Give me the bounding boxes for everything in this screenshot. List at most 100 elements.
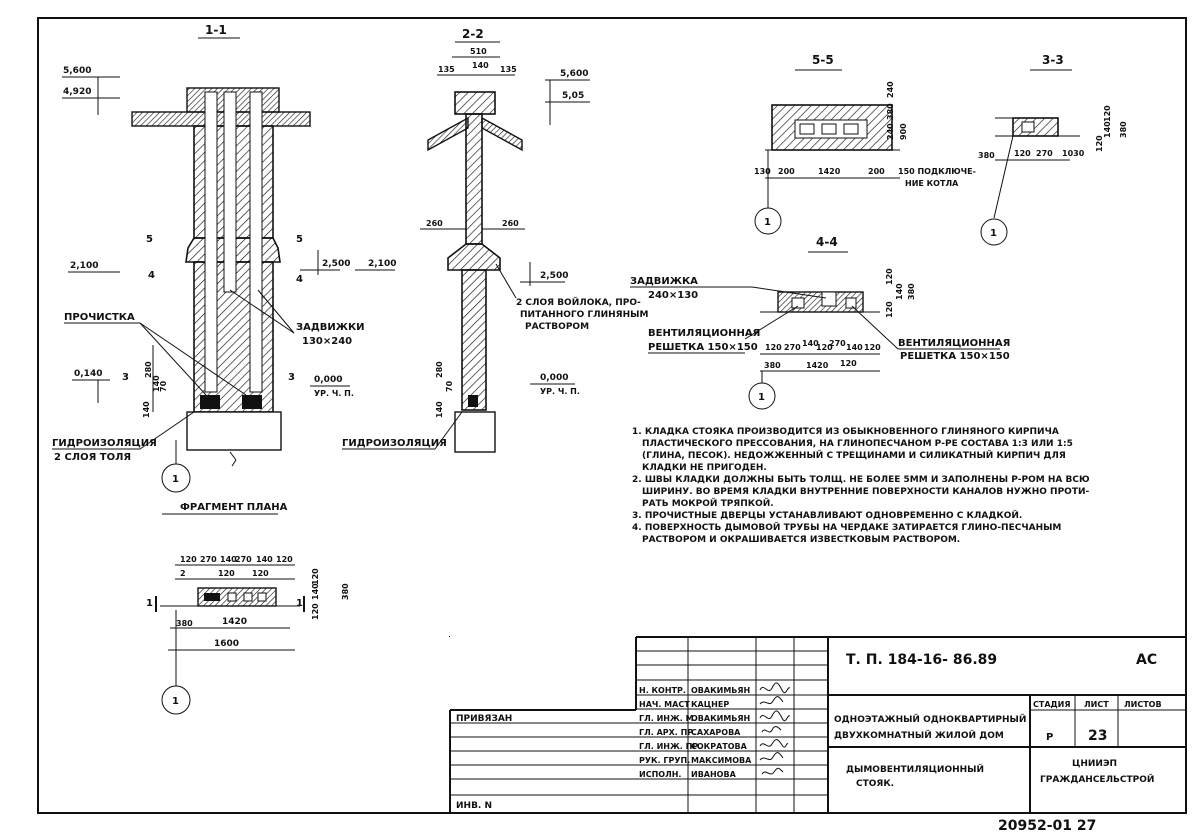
level-4920: 4,920 [63,87,91,97]
section-2-2: 2-2 510 135 140 135 5,600 5,05 260 260 2… [342,27,648,453]
svg-text:120: 120 [765,343,782,352]
svg-text:САХАРОВА: САХАРОВА [691,728,741,737]
dim-120-3-3: 120 [1014,149,1031,158]
cut-mark-3-left: 3 [122,372,129,383]
level-0140: 0,140 [74,369,102,379]
dim-1420-4-4: 1420 [806,361,829,370]
plan-fragment: ФРАГМЕНТ ПЛАНА 120 270 140 270 140 120 2… [146,502,350,715]
sheets-header: ЛИСТОВ [1124,700,1162,709]
svg-text:120: 120 [885,268,894,285]
dim-135-right: 135 [500,65,517,74]
label-hydro-layers: 2 СЛОЯ ТОЛЯ [54,452,131,463]
cut-mark-4-right: 4 [296,274,303,285]
section-title-3-3: 3-3 [1042,53,1064,67]
dim-280: 280 [144,361,153,378]
cut-mark-5-left: 5 [146,234,153,245]
level-0000: 0,000 [314,375,342,385]
axis-label-4-4: 1 [758,392,765,403]
dim-140: 140 [142,401,151,418]
project-code: Т. П. 184-16- 86.89 [846,652,997,668]
dim-150-connect: 150 ПОДКЛЮЧЕ- [898,167,976,176]
svg-text:270: 270 [235,555,252,564]
note-line: 2. ШВЫ КЛАДКИ ДОЛЖНЫ БЫТЬ ТОЛЩ. НЕ БОЛЕЕ… [632,475,1090,485]
section-3-3: 3-3 380 120 270 1030 120 140 120 380 1 [978,53,1128,246]
svg-text:120: 120 [885,301,894,318]
level-0000-b: 0,000 [540,373,568,383]
svg-text:140: 140 [846,343,863,352]
section-title-1-1: 1-1 [205,23,227,37]
plan-title: ФРАГМЕНТ ПЛАНА [180,502,288,513]
svg-text:120: 120 [252,569,269,578]
svg-text:ОВАКИМЬЯН: ОВАКИМЬЯН [691,714,750,723]
label-valve-size-4-4: 240×130 [648,290,698,301]
axis-bubble-5-5 [754,207,782,235]
svg-text:270: 270 [784,343,801,352]
svg-text:2: 2 [180,569,186,578]
svg-text:120: 120 [864,343,881,352]
axis-label-3-3: 1 [990,228,997,239]
binding-label: ПРИВЯЗАН [456,714,512,724]
signature-names: ОВАКИМЬЯН КАЦНЕР ОВАКИМЬЯН САХАРОВА СОКР… [691,686,752,779]
level-5600: 5,600 [63,66,91,76]
axis-bubble-4-4 [748,382,776,410]
svg-text:120: 120 [218,569,235,578]
label-vent-right: ВЕНТИЛЯЦИОННАЯ [898,338,1010,349]
dim-135-left: 135 [438,65,455,74]
sheet-header: ЛИСТ [1084,700,1109,709]
svg-text:120: 120 [311,568,320,585]
svg-text:МАКСИМОВА: МАКСИМОВА [691,756,752,765]
svg-text:270: 270 [200,555,217,564]
svg-text:ГЛ. АРХ. ПР.: ГЛ. АРХ. ПР. [639,728,696,737]
axis-label-plan: 1 [172,696,179,707]
dim-v-120-b: 120 [1095,135,1104,152]
sheet-title-1: ДЫМОВЕНТИЛЯЦИОННЫЙ [846,763,984,775]
svg-text:НАЧ. МАСТ: НАЧ. МАСТ [639,700,690,709]
title-block: Т. П. 184-16- 86.89 АС ПРИВЯЗАН ИНВ. N Н… [448,635,1187,814]
plan-dim-380: 380 [176,619,193,628]
svg-text:120: 120 [816,343,833,352]
dim-200-a: 200 [778,167,795,176]
level-5600-b: 5,600 [560,69,588,79]
project-name-2: ДВУХКОМНАТНЫЙ ЖИЛОЙ ДОМ [834,729,1004,741]
signature-roles: Н. КОНТР. НАЧ. МАСТ ГЛ. ИНЖ. М. ГЛ. АРХ.… [639,686,701,779]
dim-380: 380 [886,103,895,120]
dim-380-3-3: 380 [978,151,995,160]
note-line: ПЛАСТИЧЕСКОГО ПРЕССОВАНИЯ, НА ГЛИНОПЕСЧА… [642,439,1073,449]
svg-text:140: 140 [256,555,273,564]
dim-120-4-4: 120 [840,359,857,368]
org-name-2: ГРАЖДАНСЕЛЬСТРОЙ [1040,773,1154,785]
svg-text:ГЛ. ИНЖ. ПР.: ГЛ. ИНЖ. ПР. [639,742,701,751]
stage-value: Р [1046,732,1053,743]
dim-200-b: 200 [868,167,885,176]
dim-260-left: 260 [426,219,443,228]
felt-note-2: ПИТАННОГО ГЛИНЯНЫМ [520,310,648,320]
section-5-5: 5-5 130 200 1420 200 150 ПОДКЛЮЧЕ- НИЕ К… [754,53,976,235]
level-505: 5,05 [562,91,584,101]
svg-text:ОВАКИМЬЯН: ОВАКИМЬЯН [691,686,750,695]
connect-boiler: НИЕ КОТЛА [905,179,959,188]
drawing-mark: АС [1136,652,1157,668]
dims-4-4-top: 120 270 140 120 270 140 120 [765,339,881,352]
dim-140-top: 140 [472,61,489,70]
svg-text:380: 380 [341,583,350,600]
svg-text:ИСПОЛН.: ИСПОЛН. [639,770,681,779]
label-cleanout: ПРОЧИСТКА [64,312,135,323]
section-title-4-4: 4-4 [816,235,838,249]
svg-text:РУК. ГРУП.: РУК. ГРУП. [639,756,690,765]
level-2500-b: 2,500 [540,271,568,281]
dim-1030-3-3: 1030 [1062,149,1085,158]
dim-140b: 140 [152,375,161,392]
svg-text:Н. КОНТР.: Н. КОНТР. [639,686,686,695]
svg-text:ИВАНОВА: ИВАНОВА [691,770,737,779]
svg-text:380: 380 [907,283,916,300]
section-title-2-2: 2-2 [462,27,484,41]
felt-note-3: РАСТВОРОМ [525,322,589,332]
archive-stamp: 20952-01 27 [998,818,1096,833]
sheet-value: 23 [1088,728,1107,744]
axis-bubble-1 [161,463,191,493]
level-2100-b: 2,100 [368,259,396,269]
dim-1420: 1420 [818,167,841,176]
axis-bubble-plan [161,685,191,715]
project-name-1: ОДНОЭТАЖНЫЙ ОДНОКВАРТИРНЫЙ [834,713,1026,725]
